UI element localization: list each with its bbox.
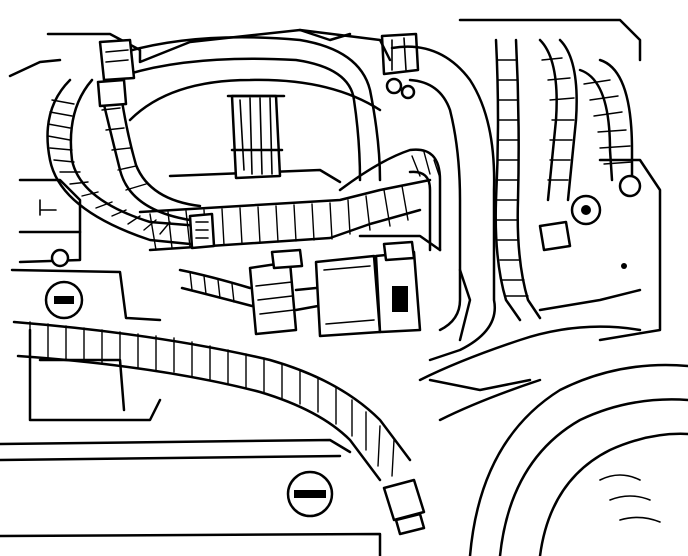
oil-filler-cap xyxy=(286,470,334,518)
lower-harness xyxy=(12,320,426,536)
left-fastener xyxy=(44,248,84,320)
vacuum-hose xyxy=(96,35,382,182)
intake-duct xyxy=(380,32,497,362)
rubber-boot xyxy=(226,94,286,180)
central-harness-section xyxy=(138,148,442,252)
pulley-assembly xyxy=(418,325,688,556)
electrical-connectors xyxy=(178,240,422,338)
right-side-harness xyxy=(494,38,642,322)
